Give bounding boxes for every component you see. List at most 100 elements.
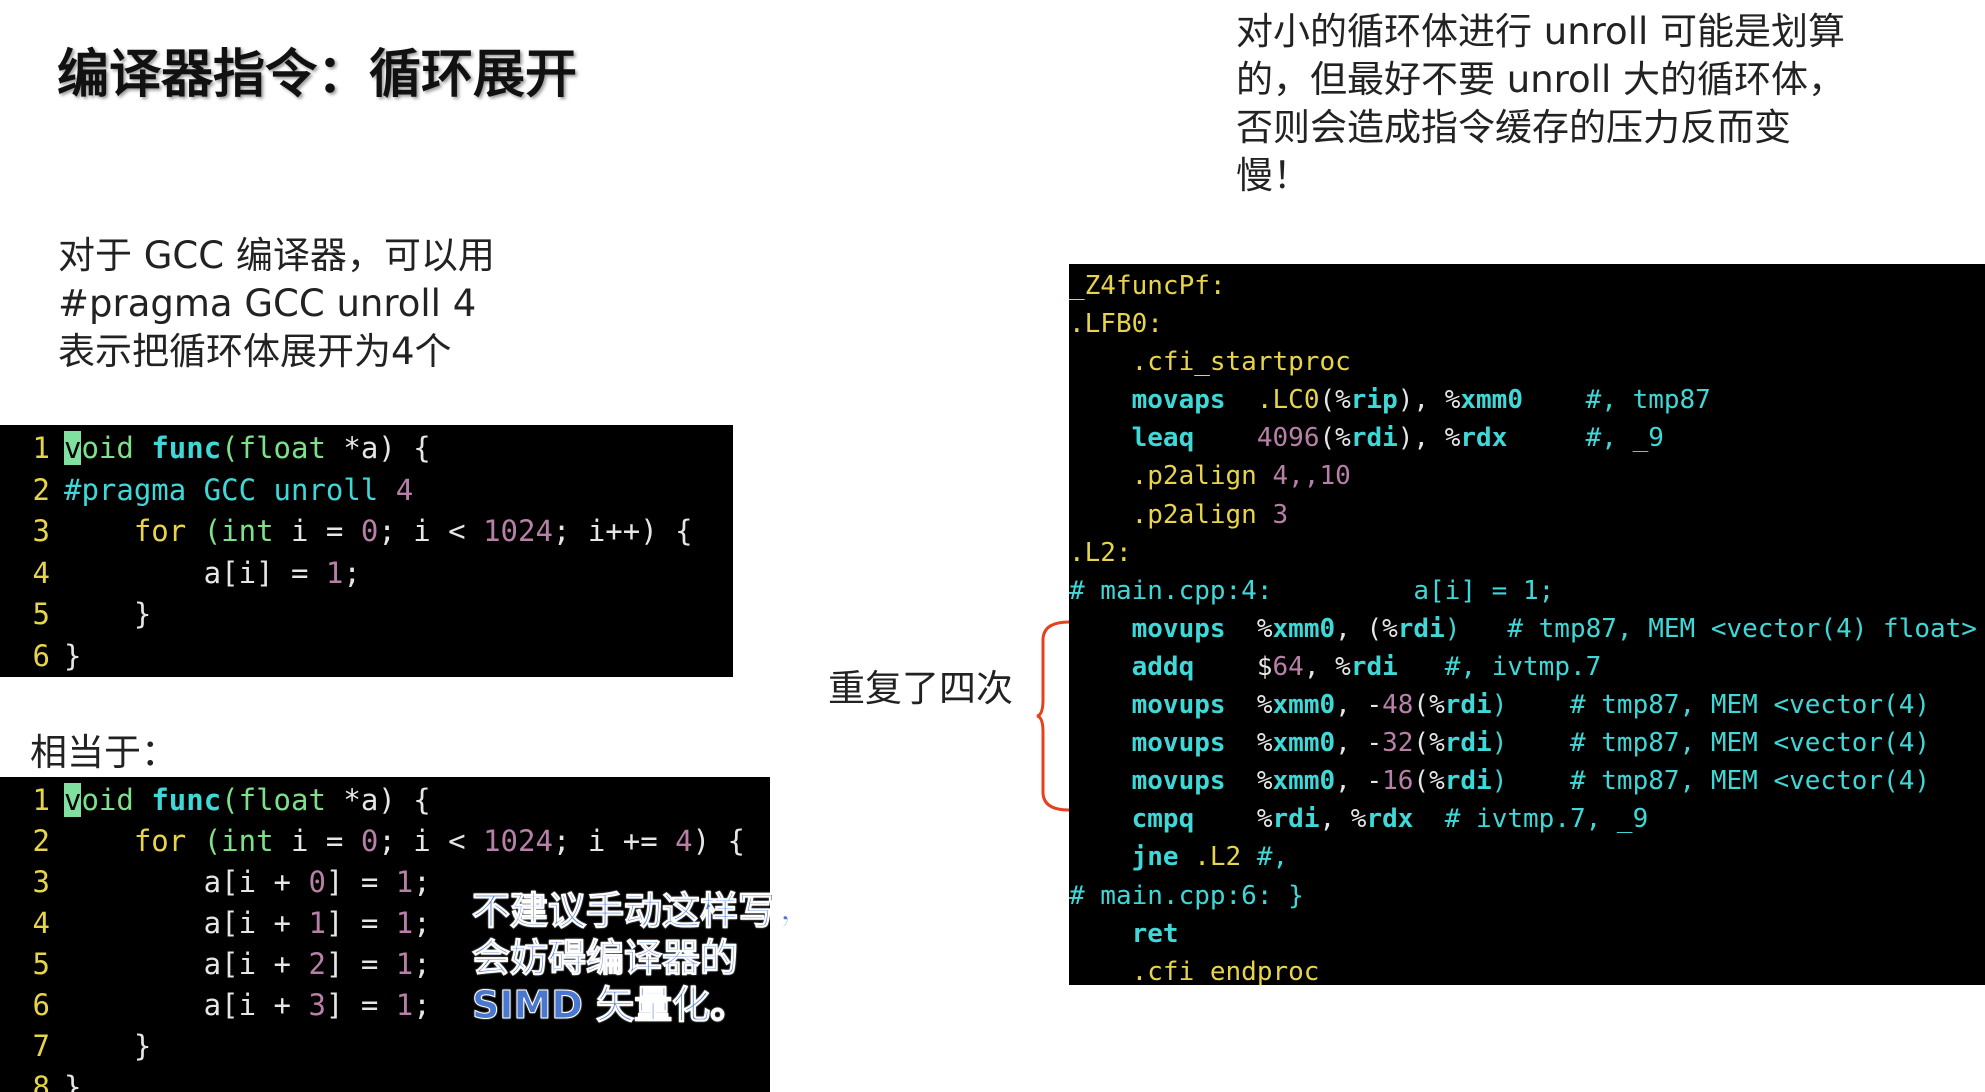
code-token: (float bbox=[221, 783, 344, 817]
code-line: 3 a[i + 0] = 1; bbox=[0, 862, 770, 903]
code-token: 1 bbox=[395, 865, 414, 899]
code-token: ] = bbox=[325, 906, 396, 940]
code-token: for bbox=[64, 824, 204, 858]
line-number: 3 bbox=[32, 514, 50, 548]
warning-line: 不建议手动这样写， bbox=[471, 889, 815, 934]
code-token: #, ivtmp.7 bbox=[1397, 651, 1602, 682]
code-token bbox=[1069, 423, 1132, 453]
asm-line: leaq 4096(%rdi), %rdx #, _9 bbox=[1069, 419, 1985, 457]
code-token: % bbox=[1194, 804, 1273, 835]
code-token: # main.cpp:6: } bbox=[1069, 880, 1304, 911]
code-token: 0 bbox=[360, 824, 379, 858]
code-token: movups bbox=[1131, 728, 1226, 759]
code-token: 4096 bbox=[1256, 423, 1320, 454]
code-token: v bbox=[64, 783, 82, 817]
line-number: 2 bbox=[32, 472, 50, 507]
code-token: ; i < bbox=[378, 514, 484, 548]
code-token: for bbox=[64, 514, 204, 548]
code-token: } bbox=[64, 638, 82, 673]
code-token: ; i++) { bbox=[552, 514, 693, 548]
code-line: 6} bbox=[0, 636, 733, 678]
code-token: rdi bbox=[1444, 690, 1492, 721]
asm-line: movups %xmm0, (%rdi) # tmp87, MEM <vecto… bbox=[1069, 610, 1985, 648]
asm-line: _Z4funcPf: bbox=[1069, 267, 1985, 305]
asm-line: .LFB0: bbox=[1069, 305, 1985, 343]
code-token: ) # tmp87, MEM <vector(4) bbox=[1491, 766, 1930, 797]
code-token: a[i + bbox=[64, 988, 309, 1022]
code-line: 6 a[i + 3] = 1; bbox=[0, 985, 770, 1026]
code-token: 1024 bbox=[483, 824, 553, 858]
line-number: 5 bbox=[32, 597, 50, 631]
code-token: ) { bbox=[692, 824, 745, 858]
asm-line: movaps .LC0(%rip), %xmm0 #, tmp87 bbox=[1069, 381, 1985, 419]
code-token: (% bbox=[1319, 385, 1351, 416]
asm-line: .cfi_startproc bbox=[1069, 343, 1985, 381]
curly-brace-icon bbox=[1036, 620, 1070, 812]
code-line: 7 } bbox=[0, 1026, 770, 1067]
code-token: 2 bbox=[308, 947, 326, 981]
code-token: func bbox=[151, 431, 222, 465]
code-token: rdi bbox=[1350, 651, 1398, 682]
code-token bbox=[1069, 690, 1132, 720]
asm-line: .L2: bbox=[1069, 534, 1985, 572]
code-token: xmm0 bbox=[1272, 613, 1336, 644]
code-token: 1 bbox=[395, 906, 414, 940]
code-token: movups bbox=[1131, 766, 1226, 797]
code-token: 1 bbox=[325, 555, 344, 590]
code-token: addq bbox=[1131, 651, 1195, 682]
code-token: movups bbox=[1131, 613, 1226, 644]
code-token: #, _9 bbox=[1507, 423, 1664, 454]
code-token: a[i + bbox=[64, 947, 309, 981]
code-token: ) # tmp87, MEM <vector(4) float> bbox=[1444, 613, 1977, 644]
line-number: 6 bbox=[32, 988, 50, 1022]
code-token: ) # tmp87, MEM <vector(4) bbox=[1491, 690, 1930, 721]
code-token: (int bbox=[203, 824, 291, 858]
simd-warning-note: 不建议手动这样写， 会妨碍编译器的 SIMD 矢量化。 bbox=[471, 888, 815, 1029]
note-line: #pragma GCC unroll 4 bbox=[58, 282, 477, 325]
code-token: jne bbox=[1131, 842, 1179, 873]
code-line: 5 } bbox=[0, 594, 733, 636]
equivalent-label: 相当于： bbox=[30, 731, 178, 774]
code-token bbox=[1069, 919, 1132, 949]
asm-line: movups %xmm0, -32(%rdi) # tmp87, MEM <ve… bbox=[1069, 724, 1985, 762]
code-token: xmm0 bbox=[1272, 690, 1336, 721]
code-token: oid bbox=[81, 783, 152, 817]
code-line: 3 for (int i = 0; i < 1024; i++) { bbox=[0, 511, 733, 553]
code-token: # main.cpp:4: a[i] = 1; bbox=[1069, 575, 1555, 606]
code-token: $ bbox=[1194, 651, 1273, 682]
code-token: 4,,10 bbox=[1272, 461, 1351, 492]
gcc-unroll-note: 对于 GCC 编译器，可以用 #pragma GCC unroll 4 表示把循… bbox=[58, 232, 495, 376]
code-line: 4 a[i + 1] = 1; bbox=[0, 903, 770, 944]
code-token: ] = bbox=[325, 988, 396, 1022]
code-token: .LFB0: bbox=[1069, 309, 1163, 340]
code-line: 2 for (int i = 0; i < 1024; i += 4) { bbox=[0, 821, 770, 862]
code-token: (% bbox=[1413, 690, 1445, 721]
code-token: v bbox=[64, 431, 82, 465]
code-token: *a) { bbox=[343, 783, 431, 817]
code-token: ] = bbox=[325, 947, 396, 981]
line-number: 2 bbox=[32, 824, 50, 858]
code-token bbox=[1069, 766, 1132, 796]
code-token: xmm0 bbox=[1272, 766, 1336, 797]
code-token: _Z4funcPf: bbox=[1069, 271, 1226, 301]
code-token: .L2: bbox=[1069, 537, 1132, 568]
line-number: 5 bbox=[32, 947, 50, 981]
asm-line: .p2align 3 bbox=[1069, 496, 1985, 534]
code-token: ] = bbox=[325, 865, 396, 899]
code-token: rdi bbox=[1397, 613, 1445, 644]
slide-title: 编译器指令：循环展开 bbox=[57, 44, 578, 105]
code-token: 16 bbox=[1382, 766, 1414, 797]
unroll-caution-note: 对小的循环体进行 unroll 可能是划算的，但最好不要 unroll 大的循环… bbox=[1236, 10, 1846, 197]
code-token: , % bbox=[1303, 651, 1351, 682]
code-token: 1 bbox=[395, 947, 414, 981]
code-token: ), % bbox=[1397, 423, 1461, 454]
code-token: .p2align bbox=[1069, 499, 1273, 530]
code-token: .cfi_endproc bbox=[1069, 956, 1320, 985]
code-token: , - bbox=[1335, 728, 1383, 759]
code-token bbox=[1069, 652, 1132, 682]
code-token: rip bbox=[1350, 385, 1398, 416]
code-token: # ivtmp.7, _9 bbox=[1413, 804, 1649, 835]
